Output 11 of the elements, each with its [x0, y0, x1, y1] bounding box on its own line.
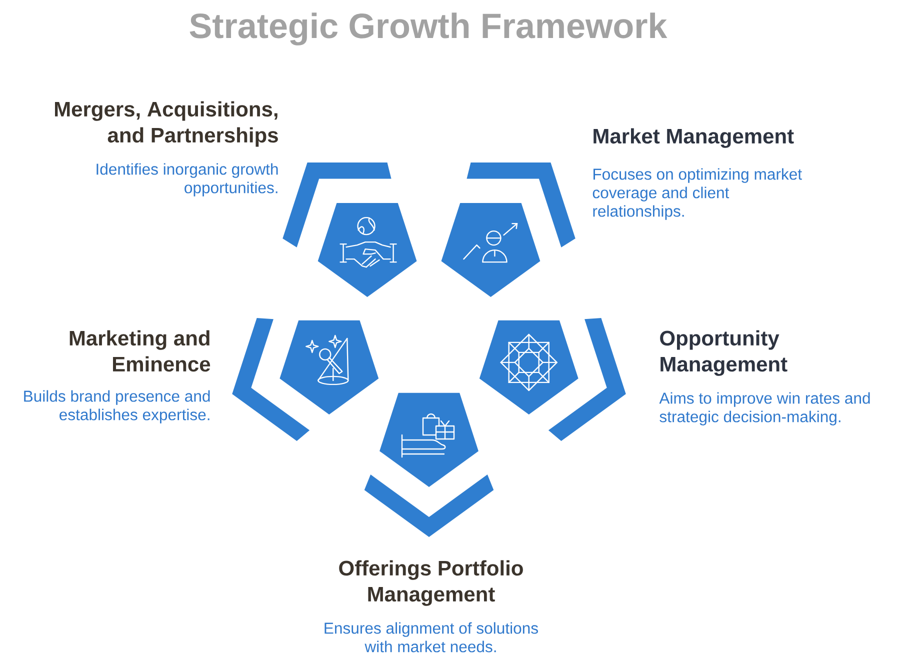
heading: Opportunity Management	[660, 330, 788, 376]
description: Ensures alignment of solutions with market needs.	[324, 622, 538, 652]
heading: Mergers, Acquisitions, and Partnerships	[55, 101, 278, 147]
description: Identifies inorganic growth opportunities.	[96, 163, 278, 196]
description: Focuses on optimizing market coverage and client relationships.	[592, 168, 802, 220]
description: Aims to improve win rates and strategic decision-making.	[659, 392, 870, 426]
heading: Market Management	[594, 128, 794, 148]
description: Builds brand presence and establishes expertise.	[24, 390, 210, 424]
heading: Marketing and Eminence	[70, 330, 210, 372]
heading: Offerings Portfolio Management	[339, 560, 523, 606]
title: Strategic Growth Framework	[190, 12, 668, 46]
